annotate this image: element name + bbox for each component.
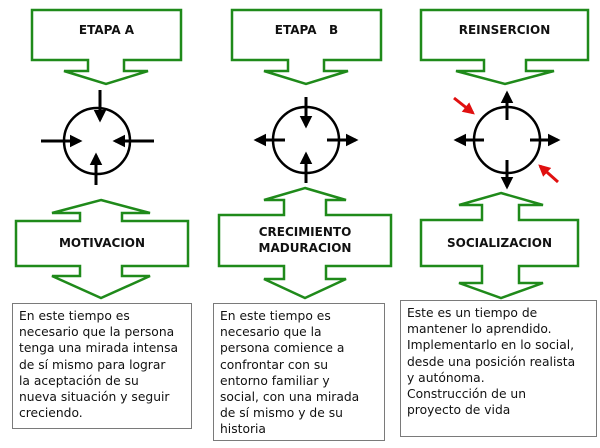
outcome-b-box [217,186,393,300]
outcome-c-label: SOCIALIZACION [446,236,553,250]
stage-b-label: ETAPA B [274,23,339,37]
stage-b-callout [230,8,383,86]
stage-b-mixed-arrows-icon [253,97,359,183]
stage-c-callout [419,8,590,86]
red-arrow-icon [538,164,559,184]
red-arrow-icon [453,96,475,115]
stage-c-label: REINSERCION [458,23,551,37]
stage-a-inward-arrows-icon [41,90,154,185]
outcome-b-label: CRECIMIENTO MADURACION [258,225,352,255]
stage-c-description: Este es un tiempo de mantener lo aprendi… [400,300,597,437]
stage-a-callout [30,8,183,86]
stage-a-label: ETAPA A [78,23,135,37]
outcome-c-box [419,191,580,300]
stage-b-description: En este tiempo es necesario que la perso… [213,303,385,441]
stage-c-outward-arrows-icon [453,90,561,190]
outcome-a-box [14,198,190,300]
outcome-a-label: MOTIVACION [58,236,146,250]
stage-a-description: En este tiempo es necesario que la perso… [12,303,192,429]
